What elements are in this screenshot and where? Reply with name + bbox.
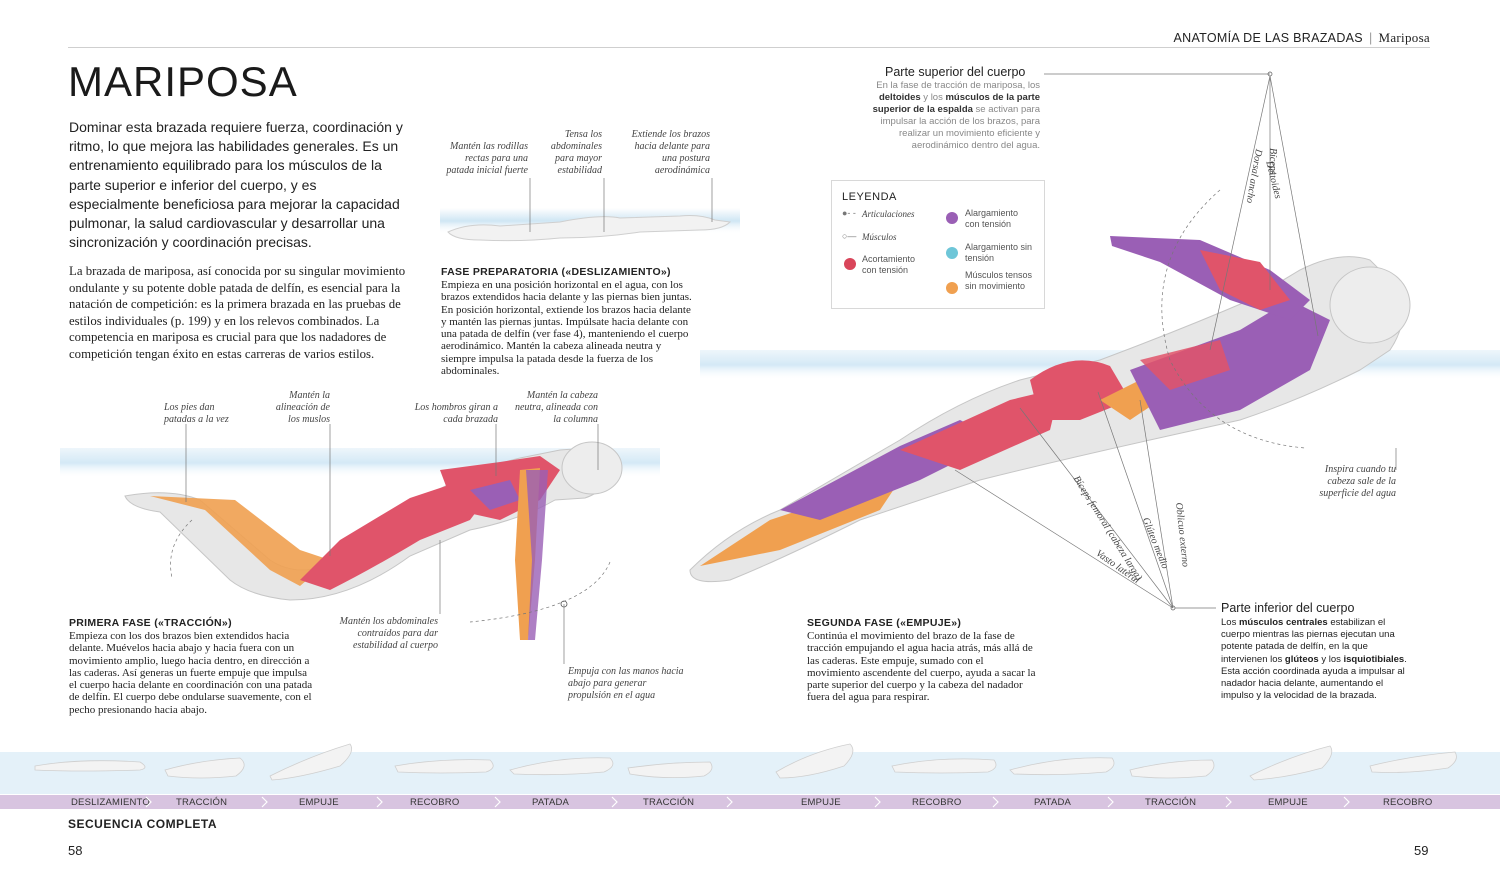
sequence-step: DESLIZAMIENTO xyxy=(71,797,150,808)
upper-body-text: En la fase de tracción de mariposa, los … xyxy=(872,80,1040,151)
sequence-bar xyxy=(0,795,1500,809)
legend-item-shortening: Acortamiento con tensión xyxy=(862,254,916,275)
sequence-water xyxy=(0,752,1500,794)
phase1-title: PRIMERA FASE («TRACCIÓN») xyxy=(69,617,232,629)
legend-joints-icon: ●- - xyxy=(842,208,856,218)
sequence-step: RECOBRO xyxy=(410,797,460,808)
header-rule xyxy=(68,47,1430,48)
body-paragraph: La brazada de mariposa, así conocida por… xyxy=(69,264,406,361)
sequence-step: EMPUJE xyxy=(1268,797,1308,808)
legend-item-lengthening-no-tension: Alargamiento sin tensión xyxy=(965,242,1033,263)
sequence-step: PATADA xyxy=(1034,797,1072,808)
legend-muscles: Músculos xyxy=(862,232,897,242)
legend-dot-lengthening-no-tension xyxy=(946,247,958,259)
legend-joints: Articulaciones xyxy=(862,209,915,219)
phase1-annotation-head: Mantén la cabeza neutra, alineada con la… xyxy=(514,390,598,425)
sequence-step: RECOBRO xyxy=(1383,797,1433,808)
sequence-step: EMPUJE xyxy=(801,797,841,808)
prep-annotation-knees: Mantén las rodillas rectas para una pata… xyxy=(446,141,528,176)
page-number-right: 59 xyxy=(1414,843,1429,858)
prep-swimmer xyxy=(447,215,732,242)
legend: LEYENDA ●- - Articulaciones ○— Músculos … xyxy=(831,180,1045,309)
upper-body-title: Parte superior del cuerpo xyxy=(885,65,1026,79)
sequence-step: TRACCIÓN xyxy=(643,797,695,808)
running-head-subsection: Mariposa xyxy=(1378,30,1430,45)
phase1-annotation-abs: Mantén los abdominales contraídos para d… xyxy=(339,616,438,651)
page-number-left: 58 xyxy=(68,843,83,858)
phase1-annotation-thighs: Mantén la alineación de los muslos xyxy=(275,390,330,425)
phase2-swimmer xyxy=(689,236,1411,583)
sequence-step: TRACCIÓN xyxy=(176,797,228,808)
legend-item-lengthening-tension: Alargamiento con tensión xyxy=(965,208,1019,229)
lower-body-title: Parte inferior del cuerpo xyxy=(1221,601,1355,615)
breathe-annotation: Inspira cuando tu cabeza sale de la supe… xyxy=(1319,464,1396,499)
phase2-title: SEGUNDA FASE («EMPUJE») xyxy=(807,617,962,629)
legend-title: LEYENDA xyxy=(842,191,897,203)
sequence-step: TRACCIÓN xyxy=(1145,797,1197,808)
phase1-annotation-shoulders: Los hombros giran a cada brazada xyxy=(414,402,498,425)
intro-paragraph: Dominar esta brazada requiere fuerza, co… xyxy=(69,119,403,251)
legend-dot-lengthening-tension xyxy=(946,212,958,224)
phase1-body: Empieza con los dos brazos bien extendid… xyxy=(69,630,313,716)
sequence-step: PATADA xyxy=(532,797,570,808)
prep-annotation-arms: Extiende los brazos hacia delante para u… xyxy=(631,129,710,176)
phase1-swimmer xyxy=(124,441,623,640)
phase1-annotation-push: Empuja con las manos hacia abajo para ge… xyxy=(568,666,684,701)
sequence-step: EMPUJE xyxy=(299,797,339,808)
legend-dot-shortening xyxy=(844,258,856,270)
prep-annotation-abs: Tensa los abdominales para mayor estabil… xyxy=(550,129,602,176)
page-title: MARIPOSA xyxy=(68,58,298,105)
sequence-step: RECOBRO xyxy=(912,797,962,808)
legend-muscles-icon: ○— xyxy=(842,231,857,241)
sequence-swimmers xyxy=(34,743,1457,781)
running-head: ANATOMÍA DE LAS BRAZADAS|Mariposa xyxy=(1173,30,1430,45)
lower-body-text: Los músculos centrales estabilizan el cu… xyxy=(1221,617,1407,702)
phase1-annotation-feet: Los pies dan patadas a la vez xyxy=(164,402,229,425)
prep-phase-title: FASE PREPARATORIA («DESLIZAMIENTO») xyxy=(441,266,671,278)
legend-dot-static xyxy=(946,282,958,294)
legend-item-static: Músculos tensos sin movimiento xyxy=(965,270,1033,291)
running-head-section: ANATOMÍA DE LAS BRAZADAS xyxy=(1173,31,1363,45)
phase2-body: Continúa el movimiento del brazo de la f… xyxy=(807,630,1036,704)
sequence-chevrons xyxy=(145,796,1350,808)
sequence-title: SECUENCIA COMPLETA xyxy=(68,817,218,831)
muscle-label-biceps: Bíceps xyxy=(1267,148,1278,175)
prep-phase-body: Empieza en una posición horizontal en el… xyxy=(441,279,692,378)
